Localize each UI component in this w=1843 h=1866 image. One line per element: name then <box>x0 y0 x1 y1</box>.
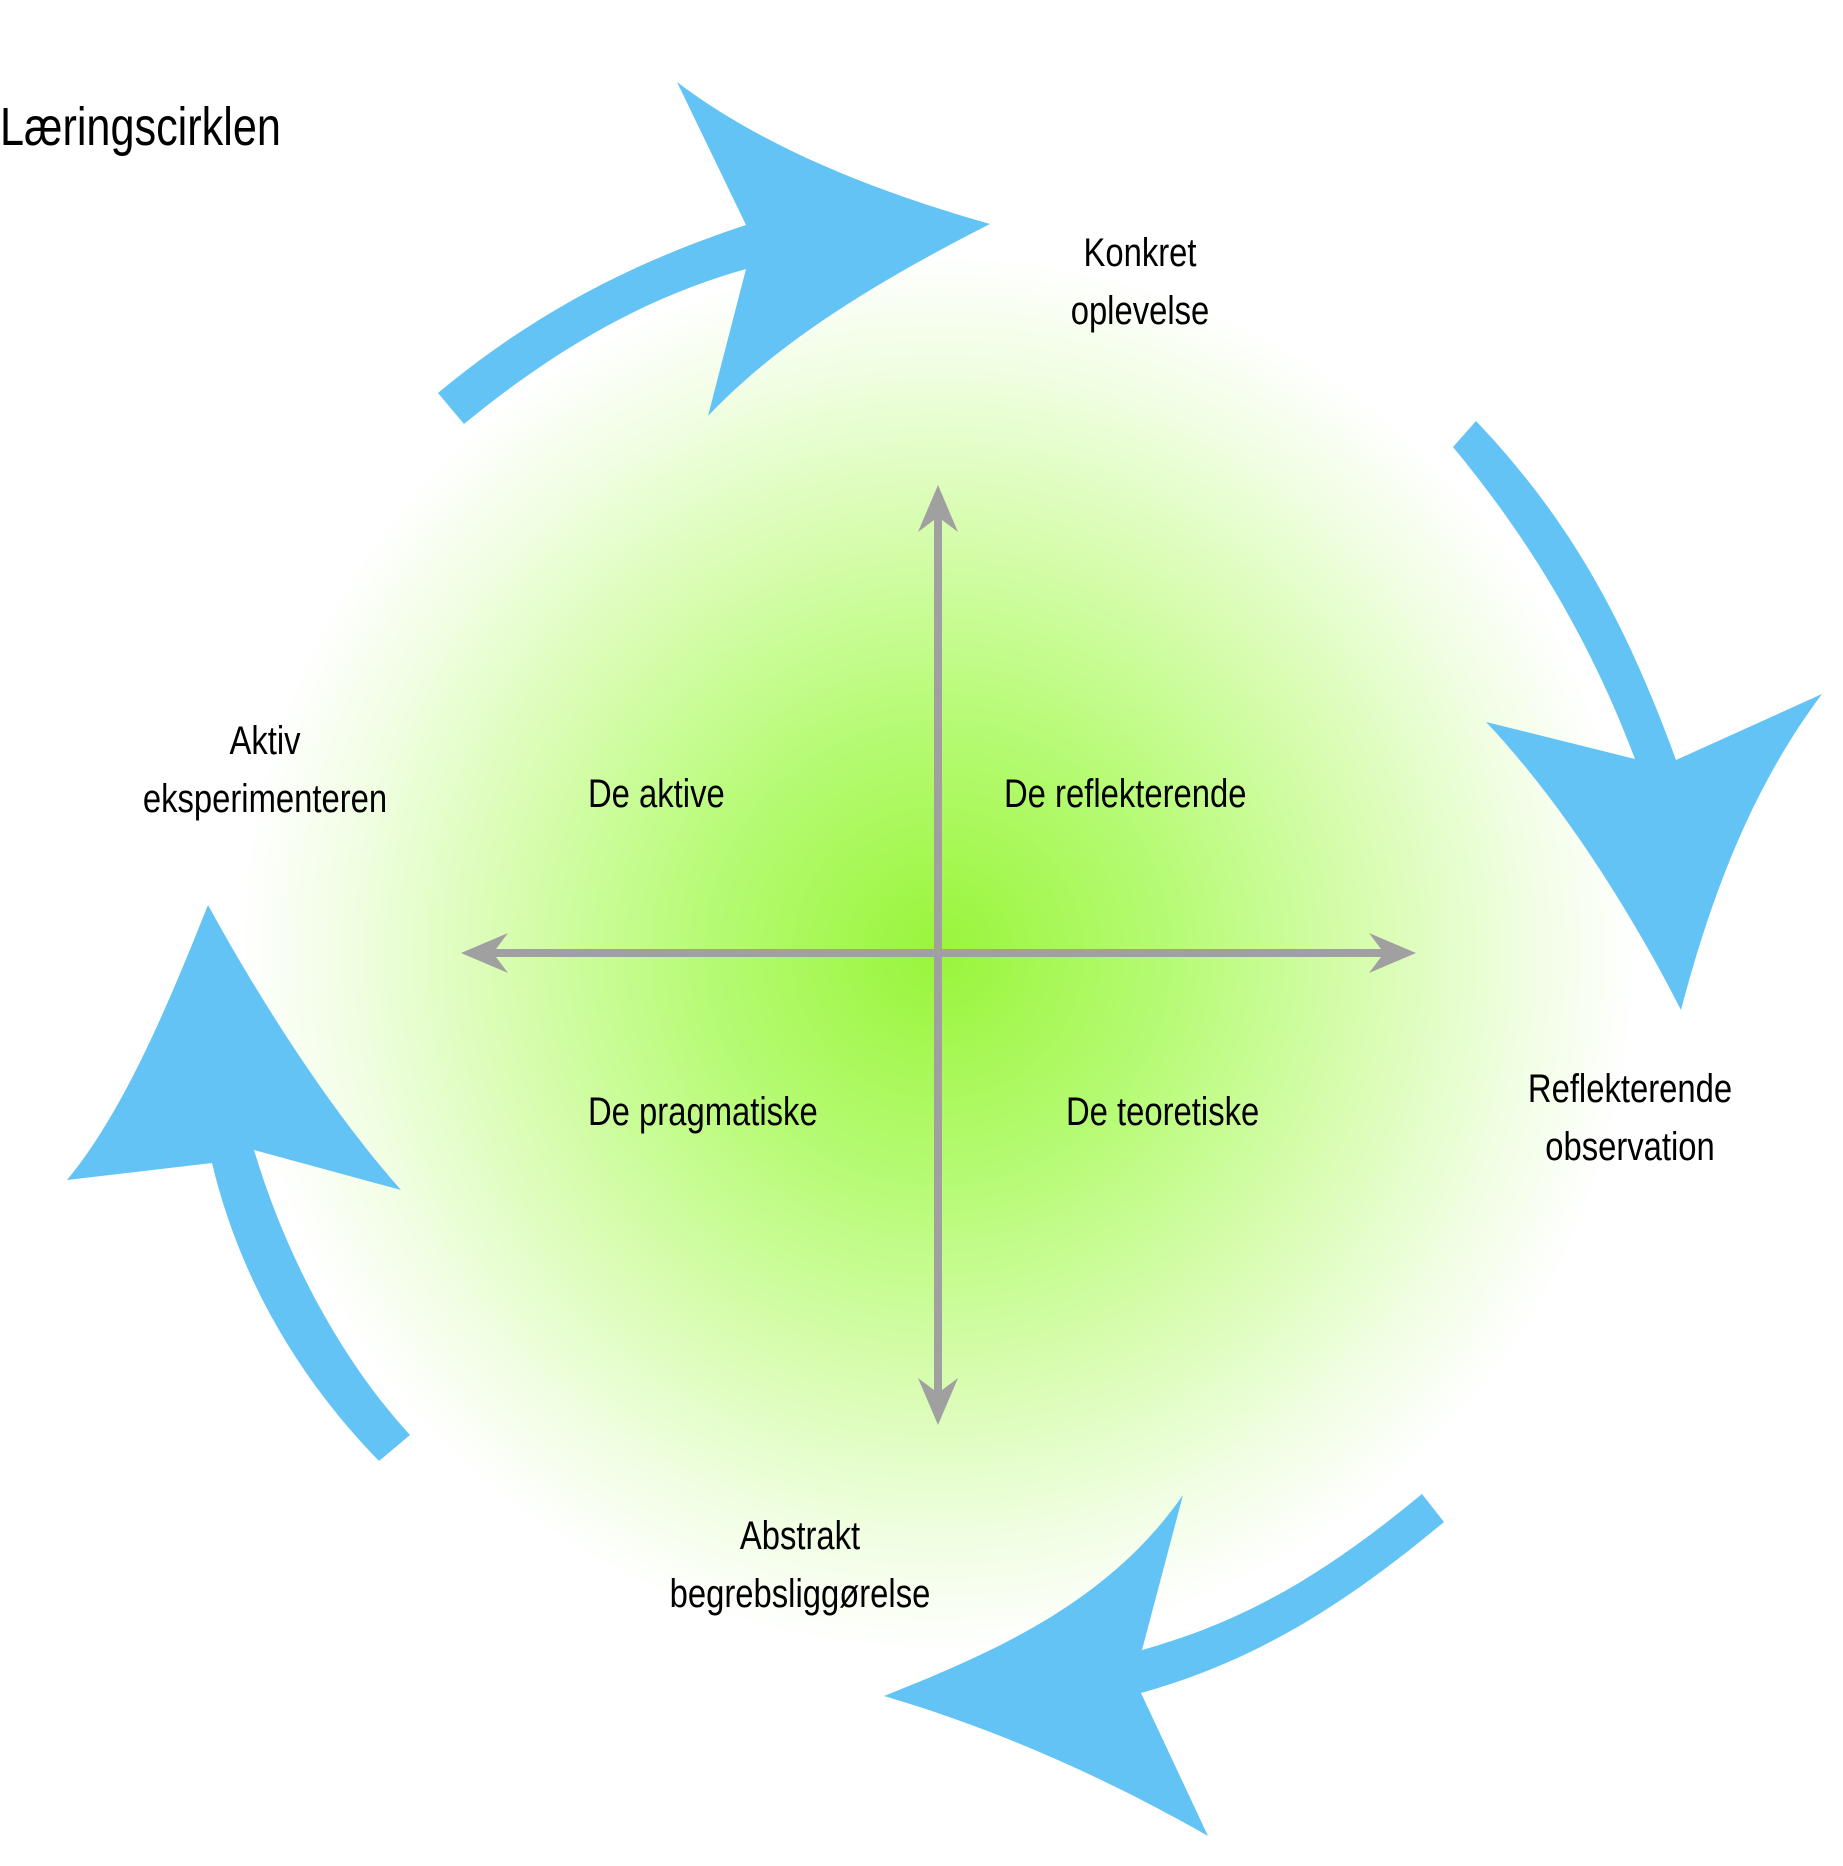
quadrant-label-bottom-right: De teoretiske <box>1066 1090 1260 1134</box>
vertical-axis-line <box>934 495 942 1400</box>
stage-label-line2: eksperimenteren <box>142 777 388 821</box>
axes <box>461 485 1416 1425</box>
cycle-arrow-top-icon <box>438 82 990 424</box>
axis-arrowhead-left-icon <box>461 933 508 973</box>
stage-label-line2: observation <box>1545 1125 1715 1169</box>
quadrant-label-bottom-left: De pragmatiske <box>588 1090 818 1134</box>
axis-arrowhead-down-icon <box>918 1378 958 1425</box>
axis-arrowhead-up-icon <box>918 485 958 532</box>
stage-label-line1: Reflekterende <box>1527 1067 1733 1111</box>
quadrant-label-top-left: De aktive <box>588 772 725 816</box>
stage-label-line1: Konkret <box>1083 231 1197 275</box>
cycle-arrow-left-icon <box>67 905 410 1461</box>
stage-label-line1: Abstrakt <box>739 1514 861 1558</box>
quadrant-label-top-right: De reflekterende <box>1004 772 1247 816</box>
stage-label-line1: Aktiv <box>229 719 301 763</box>
cycle-arrow-right-icon <box>1453 421 1822 1010</box>
horizontal-axis-line <box>490 949 1385 957</box>
stage-label-abstract-conceptualization: Abstrakt begrebsliggørelse <box>652 1507 947 1623</box>
stage-label-concrete-experience: Konkret oplevelse <box>1050 224 1230 340</box>
stage-label-line2: begrebsliggørelse <box>669 1572 931 1616</box>
stage-label-line2: oplevelse <box>1070 289 1210 333</box>
axis-arrowhead-right-icon <box>1369 933 1416 973</box>
diagram-title: Læringscirklen <box>0 97 281 157</box>
cycle-arrow-bottom-icon <box>884 1494 1444 1836</box>
stage-label-active-experimentation: Aktiv eksperimenteren <box>134 712 396 828</box>
stage-label-reflective-observation: Reflekterende observation <box>1515 1060 1745 1176</box>
